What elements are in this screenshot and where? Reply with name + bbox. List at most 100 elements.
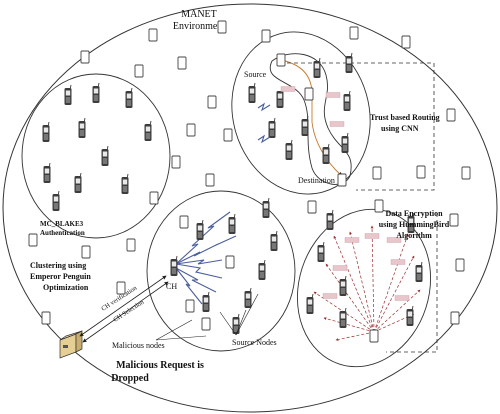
mobile-phone-icon bbox=[43, 162, 51, 184]
mobile-phone-icon bbox=[202, 291, 210, 313]
mobile-phone-icon bbox=[339, 275, 347, 297]
node bbox=[372, 166, 382, 180]
authentication-cluster bbox=[21, 73, 171, 239]
mobile-phone-icon bbox=[121, 173, 129, 195]
node bbox=[201, 317, 211, 331]
auth-label-line1: MC_BLAKE3 bbox=[40, 220, 84, 228]
mobile-phone-icon bbox=[317, 241, 325, 263]
mobile-phone-icon bbox=[322, 143, 330, 165]
encryption-cluster bbox=[296, 208, 432, 368]
node bbox=[369, 329, 379, 343]
clustering-label-line3: Optimization bbox=[43, 283, 89, 292]
node bbox=[261, 29, 271, 43]
encryption-label-line3: Algorithm bbox=[396, 231, 432, 240]
auth-label-line2: Authentication bbox=[40, 229, 85, 237]
manet-environment-boundary bbox=[2, 3, 498, 413]
data-packet-icon bbox=[364, 233, 380, 239]
mobile-phone-icon bbox=[78, 117, 86, 139]
mobile-phone-icon bbox=[326, 209, 334, 231]
malicious-request-line1: Malicious Request is bbox=[116, 360, 204, 371]
mobile-phone-icon bbox=[339, 307, 347, 329]
mobile-phone-icon bbox=[258, 259, 266, 281]
node bbox=[186, 123, 196, 137]
mobile-phone-icon bbox=[101, 145, 109, 167]
node bbox=[446, 108, 456, 122]
mobile-phone-icon bbox=[42, 121, 50, 143]
clustering-label-line1: Clustering using bbox=[30, 261, 86, 270]
node bbox=[185, 299, 195, 313]
node bbox=[276, 53, 286, 67]
data-packet-icon bbox=[322, 293, 338, 299]
node bbox=[337, 173, 347, 187]
node bbox=[349, 26, 359, 40]
environment-title-line2: Environment bbox=[173, 21, 225, 32]
node bbox=[179, 215, 189, 229]
node bbox=[401, 35, 411, 49]
mobile-phone-icon bbox=[262, 197, 270, 219]
mobile-phone-icon bbox=[341, 132, 349, 154]
node bbox=[307, 200, 317, 214]
data-packet-icon bbox=[325, 92, 341, 98]
mobile-phone-icon bbox=[415, 261, 423, 283]
node bbox=[148, 28, 158, 42]
mobile-phone-icon bbox=[343, 90, 351, 112]
mobile-phone-icon bbox=[268, 117, 276, 139]
mobile-phone-icon bbox=[270, 230, 278, 252]
node bbox=[217, 20, 227, 34]
ch-selection-arrow bbox=[82, 281, 169, 343]
encryption-arrows bbox=[313, 225, 421, 341]
mobile-phone-icon bbox=[345, 52, 353, 74]
malicious-request-line2: Dropped bbox=[111, 373, 149, 384]
node bbox=[116, 281, 126, 295]
trust-routing-cluster bbox=[231, 31, 371, 195]
server-icon bbox=[59, 330, 83, 359]
node bbox=[223, 128, 233, 142]
source-nodes-label: Source Nodes bbox=[232, 338, 277, 347]
node bbox=[41, 311, 51, 325]
free-nodes bbox=[28, 20, 471, 325]
encryption-nodes bbox=[306, 209, 423, 343]
data-packet-icon bbox=[390, 259, 406, 265]
node bbox=[225, 255, 235, 269]
mobile-phone-icon bbox=[196, 219, 204, 241]
mobile-phone-icon bbox=[313, 57, 321, 79]
mobile-phone-icon bbox=[170, 255, 178, 277]
trust-routing-dashed-box bbox=[287, 62, 435, 191]
mobile-phone-icon bbox=[285, 139, 293, 161]
trust-label-line2: using CNN bbox=[381, 124, 419, 133]
node bbox=[126, 238, 136, 252]
clustering-ellipse bbox=[146, 190, 296, 352]
node bbox=[177, 56, 187, 70]
mobile-phone-icon bbox=[228, 213, 236, 235]
node bbox=[455, 258, 465, 272]
destination-label: Destination bbox=[298, 176, 335, 185]
mobile-phone-icon bbox=[52, 190, 60, 212]
data-packet-icon bbox=[329, 121, 345, 127]
route-tube bbox=[269, 53, 352, 185]
ch-label: CH bbox=[166, 282, 177, 291]
data-packet-icon bbox=[344, 237, 360, 243]
node bbox=[304, 87, 314, 101]
data-packet-icon bbox=[332, 265, 348, 271]
mobile-phone-icon bbox=[125, 87, 133, 109]
auth-cluster-nodes bbox=[42, 82, 152, 212]
node bbox=[449, 213, 459, 227]
node bbox=[205, 173, 215, 187]
mobile-phone-icon bbox=[406, 305, 414, 327]
node bbox=[149, 191, 159, 205]
node bbox=[207, 95, 217, 109]
data-packet-icon bbox=[394, 295, 410, 301]
encryption-label-line2: using HummingBird bbox=[379, 220, 450, 229]
node bbox=[374, 199, 384, 213]
mobile-phone-icon bbox=[144, 120, 152, 142]
node bbox=[28, 233, 38, 247]
mobile-phone-icon bbox=[74, 172, 82, 194]
node bbox=[171, 155, 181, 169]
node bbox=[461, 166, 471, 180]
node bbox=[134, 64, 144, 78]
node bbox=[450, 311, 460, 325]
mobile-phone-icon bbox=[92, 82, 100, 104]
mobile-phone-icon bbox=[248, 82, 256, 104]
mobile-phone-icon bbox=[244, 287, 252, 309]
